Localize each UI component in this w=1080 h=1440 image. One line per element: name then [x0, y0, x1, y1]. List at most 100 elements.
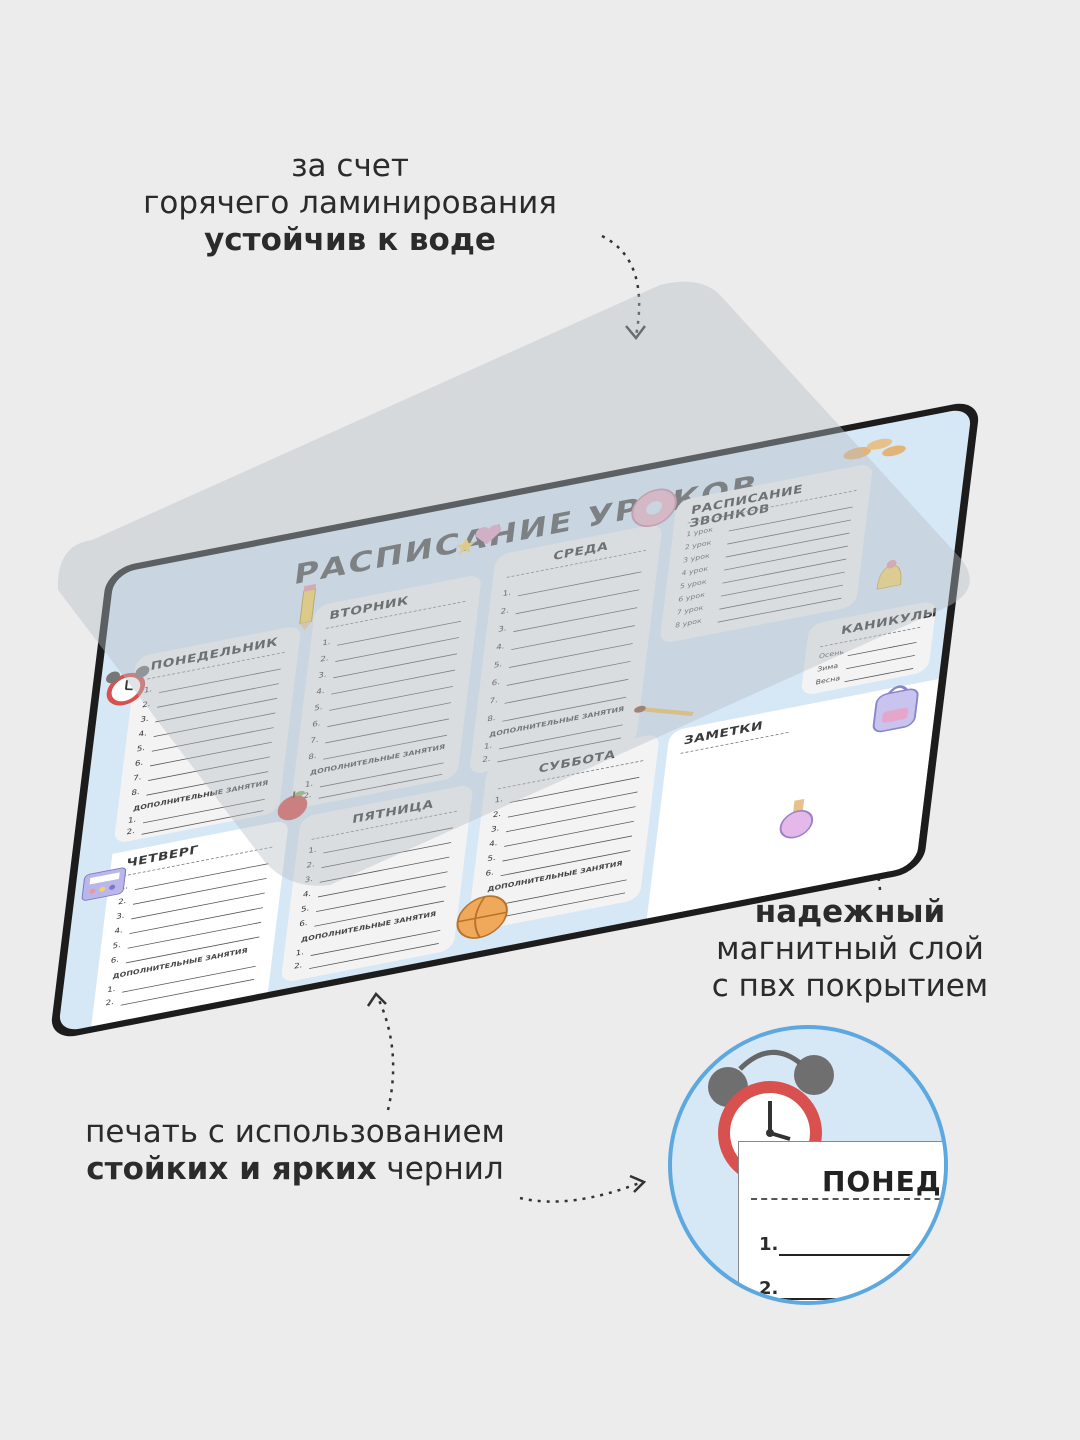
write-line [779, 1254, 944, 1256]
line-number: 1. [127, 815, 137, 826]
potion-flask-icon [779, 798, 814, 839]
apple-icon [277, 790, 308, 821]
bell-lesson-label: 2 урок [684, 538, 712, 552]
caption-magnetic-line1: надежный [754, 894, 946, 930]
line-number: 7. [132, 773, 143, 784]
zoom-paper: 1. 2. [738, 1141, 944, 1301]
line-number: 3. [490, 824, 500, 835]
line-number: 2. [492, 810, 502, 820]
calculator-icon [81, 867, 127, 901]
day-card-thursday: ЧЕТВЕРГ 1. 2. 3. 4. 5. 6. ДОПОЛНИТЕЛЬНЫЕ… [91, 819, 290, 1027]
line-number: 2. [305, 860, 316, 871]
caption-print-line2: стойких и ярких чернил [86, 1151, 504, 1187]
line-number: 1. [494, 795, 504, 806]
caption-print-line1: печать с использованием [85, 1114, 505, 1150]
line-number: 7. [488, 696, 499, 706]
write-line [727, 519, 852, 545]
caption-magnetic-line3: с пвх покрытием [711, 968, 989, 1004]
line-number: 2. [499, 606, 510, 617]
season-label: Осень [818, 648, 845, 661]
board-edge: РАСПИСАНИЕ УРОКОВ ПОНЕДЕЛЬНИК 1. 2. 3. 4… [49, 399, 981, 1041]
line-number: 4. [302, 889, 312, 900]
bell-lesson-label: 7 урок [676, 603, 704, 617]
paintbrush-icon [634, 705, 695, 717]
line-number: 6. [491, 678, 501, 689]
basketball-icon [456, 895, 508, 939]
write-line [148, 756, 271, 781]
write-line [337, 620, 462, 646]
bell-lesson-label: 3 урок [682, 551, 711, 565]
write-line [495, 892, 626, 919]
line-number: 3. [317, 670, 328, 681]
line-number: 1. [321, 638, 332, 648]
write-line [717, 597, 842, 623]
arrow-ink-up [376, 997, 395, 1111]
write-line [134, 863, 269, 891]
write-line [509, 776, 640, 803]
bell-lesson-label: 4 урок [681, 564, 709, 578]
caption-magnetic-line2: магнитный слой [716, 931, 984, 967]
arrow-ink-up-head [366, 992, 387, 1007]
line-number: 1. [483, 741, 493, 752]
line-number: 5. [300, 904, 310, 915]
write-line [725, 532, 850, 558]
line-number: 2. [125, 827, 136, 837]
day-card-tuesday: ВТОРНИК 1. 2. 3. 4. 5. 6. 7. 8. ДОПОЛНИТ… [290, 573, 483, 810]
write-line [507, 791, 638, 818]
write-line [722, 558, 847, 584]
write-line [132, 877, 267, 905]
heart-icon [475, 524, 502, 545]
line-number: 5. [493, 660, 503, 671]
write-line [319, 856, 450, 883]
write-line [120, 978, 255, 1006]
season-label: Зима [816, 661, 839, 674]
write-line [719, 584, 844, 610]
line-number: 3. [139, 714, 150, 725]
write-line [502, 835, 633, 862]
caption-print-ink: печать с использованием стойких и ярких … [30, 1114, 560, 1188]
write-line [847, 641, 917, 657]
write-line [504, 820, 634, 847]
write-line [131, 892, 265, 920]
pencil-icon [299, 583, 317, 631]
zoom-line-number: 2. [759, 1278, 779, 1299]
line-number: 1. [295, 948, 305, 959]
season-label: Весна [815, 674, 841, 687]
arrow-lamination [601, 234, 641, 337]
line-number: 1. [307, 845, 318, 856]
write-line [720, 571, 845, 597]
line-number: 8. [307, 752, 318, 762]
bell-lesson-label: 6 урок [677, 590, 706, 604]
zoom-line-number: 1. [759, 1234, 779, 1255]
write-line [129, 907, 263, 935]
write-line [506, 806, 636, 833]
write-line [779, 1298, 944, 1300]
write-line [321, 842, 452, 869]
write-line [309, 943, 439, 970]
line-number: 8. [130, 788, 141, 798]
bell-lesson-label: 8 урок [674, 616, 703, 630]
caption-lamination-line1: за счет [291, 148, 409, 184]
alarm-clock-icon [106, 665, 150, 706]
arrow-ink-right [519, 1180, 643, 1203]
line-number: 8. [486, 714, 497, 724]
line-number: 2. [117, 897, 127, 907]
line-number: 2. [481, 754, 492, 765]
line-number: 3. [115, 911, 126, 922]
write-line [127, 921, 262, 949]
line-number: 4. [113, 926, 124, 937]
zoom-day-title: ПОНЕДЕ [822, 1165, 948, 1198]
donut-icon [631, 488, 677, 528]
zoom-detail-circle: 1. 2. ПОНЕДЕ [668, 1025, 948, 1305]
line-number: 2. [319, 654, 330, 665]
line-number: 5. [111, 941, 122, 951]
line-number: 5. [313, 703, 324, 714]
bell-lesson-label: 5 урок [679, 577, 708, 591]
caption-magnetic-layer: надежный магнитный слой с пвх покрытием [680, 894, 1020, 1005]
day-title-thursday: ЧЕТВЕРГ [125, 843, 200, 871]
line-number: 1. [106, 985, 117, 995]
caption-lamination-line2: горячего ламинирования [143, 185, 557, 221]
arrow-ink-right-head [629, 1174, 647, 1193]
arrow-lamination-head [625, 325, 646, 341]
line-number: 6. [110, 955, 120, 966]
